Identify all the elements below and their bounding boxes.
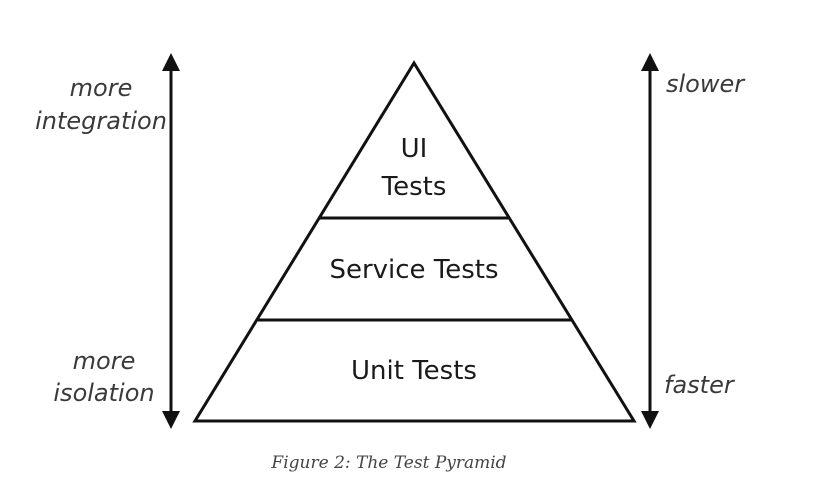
- tier-label-unit: Unit Tests: [351, 356, 477, 386]
- left-bottom-label-line2: isolation: [53, 379, 154, 407]
- tier-label-service: Service Tests: [329, 255, 498, 285]
- left-top-label-line1: more: [70, 74, 133, 102]
- tier-label-ui-line2: Tests: [381, 172, 447, 202]
- left-bottom-label-line1: more: [73, 347, 136, 375]
- right-bottom-label: faster: [664, 371, 736, 399]
- left-top-label-line2: integration: [35, 107, 167, 135]
- figure-caption: Figure 2: The Test Pyramid: [270, 453, 506, 473]
- right-top-label: slower: [666, 70, 746, 98]
- tier-label-ui-line1: UI: [401, 134, 428, 164]
- pyramid-outline: [192, 60, 637, 423]
